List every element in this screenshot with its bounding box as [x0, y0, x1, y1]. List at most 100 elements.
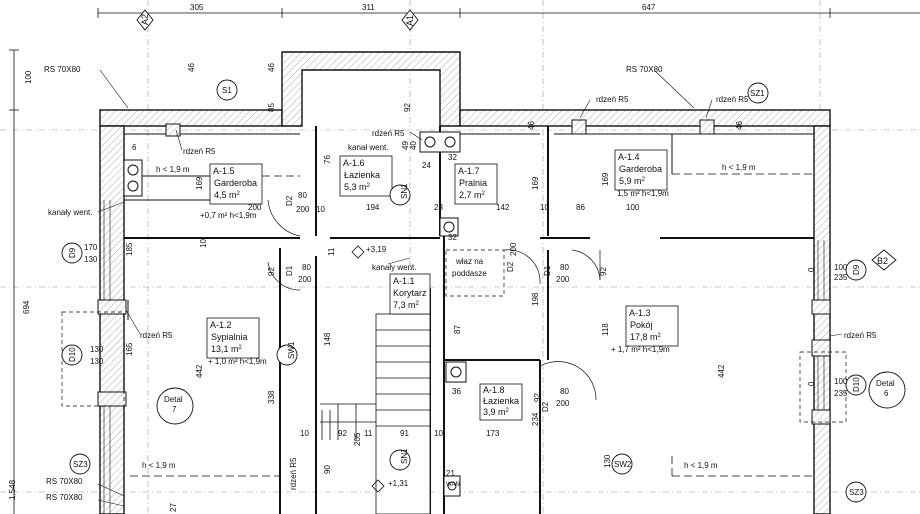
svg-text:Garderoba: Garderoba [619, 164, 662, 174]
svg-text:142: 142 [496, 203, 510, 212]
svg-text:10: 10 [540, 203, 549, 212]
svg-text:80: 80 [298, 191, 307, 200]
dim-305: 305 [190, 3, 204, 12]
svg-text:169: 169 [195, 176, 204, 190]
symbol-sz3-right: SZ3 [849, 488, 864, 497]
detail-right-number: 6 [884, 389, 889, 398]
rs-label-top-left: RS 70X80 [44, 65, 81, 74]
svg-text:185: 185 [125, 242, 134, 256]
svg-text:100: 100 [834, 377, 848, 386]
door-swings [267, 199, 601, 401]
symbol-d9-right: D9 [852, 264, 861, 275]
svg-text:36: 36 [452, 387, 461, 396]
svg-text:Garderoba: Garderoba [214, 178, 257, 188]
svg-text:23: 23 [434, 203, 443, 212]
rdzen-label-4: rdzeń R5 [372, 129, 405, 138]
door-d2-c: D2 [541, 401, 550, 412]
svg-text:100: 100 [834, 263, 848, 272]
rdzen-label-6: rdzeń R5 [844, 331, 877, 340]
svg-text:10: 10 [199, 239, 208, 248]
svg-text:200: 200 [556, 275, 570, 284]
svg-text:A2: A2 [140, 14, 150, 25]
svg-text:17,8 m2: 17,8 m2 [630, 332, 662, 342]
svg-text:194: 194 [366, 203, 380, 212]
svg-text:80: 80 [560, 263, 569, 272]
svg-text:46: 46 [187, 63, 196, 72]
dim-1548: 1,548 [8, 479, 17, 500]
svg-text:46: 46 [527, 121, 536, 130]
svg-text:+ 1,0 m² h<1,9m: + 1,0 m² h<1,9m [208, 357, 267, 366]
svg-text:13,1 m2: 13,1 m2 [211, 344, 243, 354]
detail-left-number: 7 [172, 405, 177, 414]
interior-walls-thin [124, 133, 814, 320]
staircase [320, 313, 431, 514]
dim-311: 311 [362, 3, 375, 12]
svg-text:130: 130 [603, 454, 612, 468]
svg-text:130: 130 [90, 357, 104, 366]
svg-text:1,5 m² h<1,9m: 1,5 m² h<1,9m [617, 189, 669, 198]
svg-text:A-1.8: A-1.8 [483, 385, 505, 395]
rs-label-top-right: RS 70X80 [626, 65, 663, 74]
symbol-sw2: SW2 [614, 460, 632, 469]
svg-text:205: 205 [353, 432, 362, 446]
height-note-3: h < 1,9 m [142, 461, 176, 470]
level-1-31: +1,31 [388, 479, 409, 488]
room-a-1-3: A-1.3 Pokój 17,8 m2 + 1,7 m² h<1,9m [611, 308, 670, 354]
svg-text:A-1.2: A-1.2 [210, 320, 232, 330]
svg-text:5,9 m2: 5,9 m2 [619, 176, 646, 186]
svg-text:10: 10 [434, 429, 443, 438]
svg-text:2,7 m2: 2,7 m2 [459, 190, 486, 200]
svg-text:173: 173 [486, 429, 500, 438]
room-a-1-5: A-1.5 Garderoba 4,5 m2 +0,7 m² h<1,9m [200, 166, 257, 220]
svg-text:442: 442 [717, 364, 726, 378]
svg-text:A-1.6: A-1.6 [343, 158, 365, 168]
svg-text:5,3 m2: 5,3 m2 [344, 182, 371, 192]
rdzen-label-5: rdzeń R5 [140, 331, 173, 340]
svg-text:10: 10 [300, 429, 309, 438]
rdzen-label-2: rdzeń R5 [596, 95, 629, 104]
svg-text:0: 0 [807, 267, 816, 272]
symbol-sz3-left: SZ3 [73, 460, 88, 469]
symbol-d10-right: D10 [852, 377, 861, 392]
top-dimension-line [97, 8, 920, 18]
svg-text:A-1.4: A-1.4 [618, 152, 640, 162]
svg-text:200: 200 [248, 203, 262, 212]
svg-text:10: 10 [316, 205, 325, 214]
axis-marker-a2: A2 [136, 9, 154, 31]
svg-text:92: 92 [599, 267, 608, 276]
svg-text:24: 24 [422, 161, 431, 170]
symbol-d10-left: D10 [68, 347, 77, 362]
svg-text:92: 92 [338, 429, 347, 438]
svg-text:235: 235 [834, 389, 848, 398]
room-a-1-4: A-1.4 Garderoba 5,9 m2 1,5 m² h<1,9m [617, 152, 669, 198]
svg-text:80: 80 [560, 387, 569, 396]
symbol-s1: S1 [222, 86, 232, 95]
svg-text:A-1.5: A-1.5 [213, 166, 235, 176]
svg-text:49: 49 [401, 141, 410, 150]
svg-text:118: 118 [601, 323, 610, 336]
detail-right-title: Detal [876, 379, 895, 388]
kanaly-went-label-mid: kanały went. [372, 263, 416, 272]
svg-text:11: 11 [364, 429, 373, 438]
svg-text:32: 32 [448, 233, 457, 242]
svg-text:91: 91 [400, 429, 409, 438]
svg-text:338: 338 [267, 390, 276, 404]
svg-text:100: 100 [626, 203, 640, 212]
rs-label-bottom-left-2: RS 70X80 [46, 493, 83, 502]
svg-text:86: 86 [576, 203, 585, 212]
svg-text:7,3 m2: 7,3 m2 [393, 300, 420, 310]
svg-text:92: 92 [267, 267, 276, 276]
height-note-2: h < 1,9 m [722, 163, 756, 172]
attic-hatch-line-2: poddasze [452, 269, 487, 278]
svg-text:170: 170 [84, 243, 98, 252]
svg-text:46: 46 [267, 63, 276, 72]
svg-text:80: 80 [302, 263, 311, 272]
svg-text:87: 87 [453, 325, 462, 334]
left-dimension-line [9, 49, 19, 514]
symbol-d9-left: D9 [68, 247, 77, 258]
attic-hatch-line-1: właz na [455, 257, 484, 266]
svg-text:32: 32 [448, 153, 457, 162]
svg-text:235: 235 [834, 273, 848, 282]
svg-text:85: 85 [267, 103, 276, 112]
axis-marker-b2: B2 [871, 249, 897, 271]
